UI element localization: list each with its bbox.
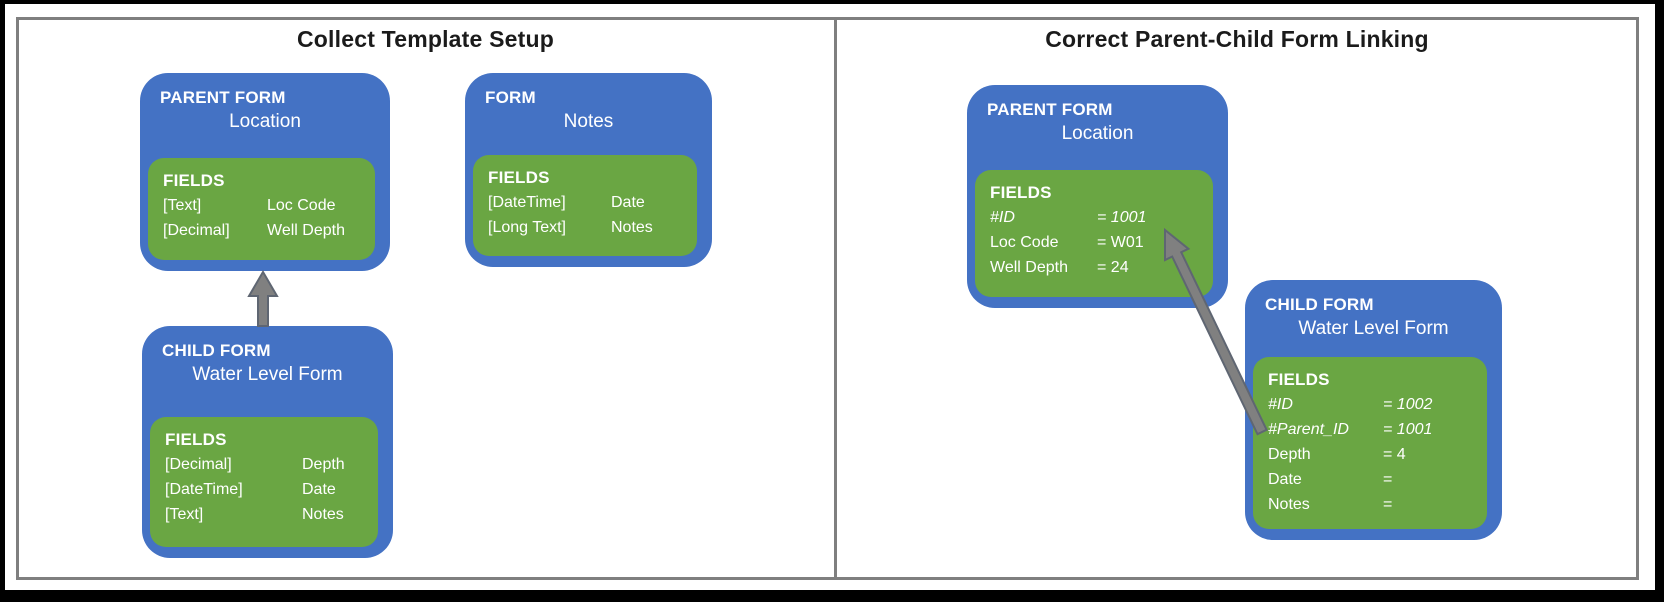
child-form-card-linked: CHILD FORM Water Level Form FIELDS #ID =… (1245, 280, 1502, 540)
field-row: Depth = 4 (1268, 442, 1481, 467)
field-row: [Decimal] Depth (165, 452, 372, 477)
field-name: Loc Code (267, 197, 336, 214)
field-type: [Text] (163, 197, 202, 214)
fields-header: FIELDS (163, 171, 225, 190)
field-name: Depth (1268, 446, 1311, 463)
field-type: [DateTime] (488, 194, 566, 211)
form-name: Water Level Form (192, 364, 343, 385)
field-value: = 24 (1097, 259, 1129, 276)
field-name: Notes (1268, 496, 1310, 513)
field-row: Date = (1268, 467, 1481, 492)
left-panel-title: Collect Template Setup (296, 26, 555, 52)
field-name: Depth (302, 456, 345, 473)
field-name: #Parent_ID (1268, 421, 1349, 438)
field-row: [Long Text] Notes (488, 215, 691, 240)
form-type-label: FORM (485, 88, 536, 107)
notes-form-card: FORM Notes FIELDS [DateTime] Date [Long … (465, 73, 712, 267)
fields-box: FIELDS [Decimal] Depth [DateTime] Date [… (150, 417, 378, 547)
field-row: [Text] Notes (165, 502, 372, 527)
field-name: Loc Code (990, 234, 1059, 251)
field-row: Notes = (1268, 492, 1481, 517)
form-name: Location (1061, 123, 1134, 144)
fields-header: FIELDS (165, 430, 227, 449)
form-name: Location (229, 111, 301, 132)
field-row: #ID = 1002 (1268, 392, 1481, 417)
field-value: = W01 (1097, 234, 1144, 251)
field-row: Well Depth = 24 (990, 255, 1207, 280)
field-row: #Parent_ID = 1001 (1268, 417, 1481, 442)
fields-header: FIELDS (1268, 370, 1330, 389)
form-type-label: PARENT FORM (160, 88, 286, 107)
field-name: #ID (1268, 396, 1293, 413)
field-row: [DateTime] Date (165, 477, 372, 502)
field-name: Date (302, 481, 336, 498)
panel-divider (834, 17, 837, 580)
field-name: Well Depth (990, 259, 1068, 276)
field-row: [Text] Loc Code (163, 193, 369, 218)
field-row: [Decimal] Well Depth (163, 218, 369, 243)
field-value: = 1001 (1097, 209, 1147, 226)
form-type-label: PARENT FORM (987, 100, 1113, 119)
parent-form-card: PARENT FORM Location FIELDS [Text] Loc C… (140, 73, 390, 271)
field-name: Well Depth (267, 222, 345, 239)
field-name: Notes (611, 219, 653, 236)
panel-border (16, 17, 1639, 580)
field-value: = 1001 (1383, 421, 1433, 438)
field-name: Date (611, 194, 645, 211)
right-panel-title: Correct Parent-Child Form Linking (1045, 26, 1429, 52)
field-name: Notes (302, 506, 344, 523)
fields-box: FIELDS [Text] Loc Code [Decimal] Well De… (148, 158, 375, 260)
form-name: Water Level Form (1298, 318, 1449, 339)
field-name: Date (1268, 471, 1302, 488)
field-type: [Decimal] (163, 222, 230, 239)
field-value: = (1383, 471, 1393, 488)
field-name: #ID (990, 209, 1015, 226)
field-value: = 1002 (1383, 396, 1433, 413)
form-type-label: CHILD FORM (1265, 295, 1374, 314)
field-type: [Decimal] (165, 456, 232, 473)
field-value: = (1383, 496, 1393, 513)
child-form-card: CHILD FORM Water Level Form FIELDS [Deci… (142, 326, 393, 558)
fields-box: FIELDS #ID = 1002 #Parent_ID = 1001 Dept… (1253, 357, 1487, 529)
field-row: [DateTime] Date (488, 190, 691, 215)
parent-form-card-linked: PARENT FORM Location FIELDS #ID = 1001 L… (967, 85, 1228, 308)
fields-box: FIELDS #ID = 1001 Loc Code = W01 Well De… (975, 170, 1213, 297)
field-type: [Long Text] (488, 219, 566, 236)
fields-header: FIELDS (990, 183, 1052, 202)
field-value: = 4 (1383, 446, 1406, 463)
field-type: [Text] (165, 506, 204, 523)
fields-box: FIELDS [DateTime] Date [Long Text] Notes (473, 155, 697, 256)
form-name: Notes (563, 111, 614, 132)
form-type-label: CHILD FORM (162, 341, 271, 360)
diagram-canvas: Collect Template Setup Correct Parent-Ch… (5, 4, 1655, 590)
field-row: Loc Code = W01 (990, 230, 1207, 255)
field-row: #ID = 1001 (990, 205, 1207, 230)
fields-header: FIELDS (488, 168, 550, 187)
field-type: [DateTime] (165, 481, 243, 498)
